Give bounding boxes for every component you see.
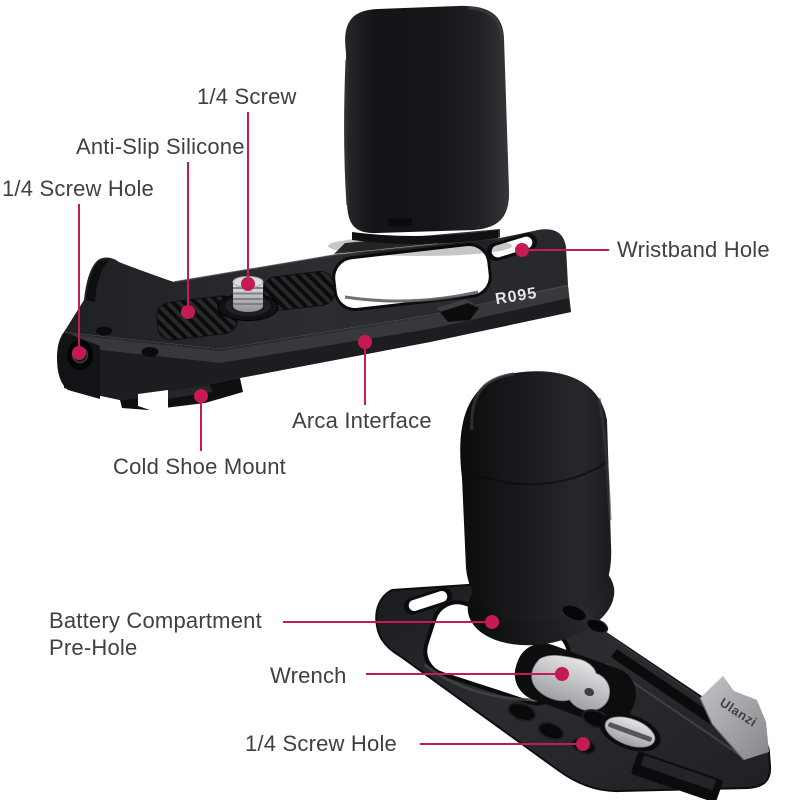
grip-bottom-view	[460, 371, 612, 622]
leader-line-arca-interface	[364, 348, 366, 405]
leader-dot-quarter-screw-hole-top	[72, 346, 86, 360]
leader-line-wrench	[366, 673, 556, 675]
leader-line-quarter-screw-hole-bottom	[420, 743, 577, 745]
leader-dot-battery	[485, 615, 499, 629]
bottom-view-illustration: Ulanzi	[375, 371, 772, 800]
model-text: R095	[494, 285, 538, 308]
brand-fin	[700, 676, 769, 760]
grip-top-view	[345, 5, 510, 234]
label-battery-compartment: Battery Compartment Pre-Hole	[49, 607, 262, 661]
top-view-illustration: R095	[57, 5, 571, 410]
plate-hole-small	[96, 326, 112, 336]
label-wristband-hole: Wristband Hole	[617, 237, 770, 262]
leader-dot-arca-interface	[358, 335, 372, 349]
label-cold-shoe-mount: Cold Shoe Mount	[113, 454, 286, 479]
leader-line-battery	[283, 621, 486, 623]
leader-dot-quarter-screw-hole-bottom	[576, 737, 590, 751]
flange-hole	[585, 618, 609, 634]
label-anti-slip-silicone: Anti-Slip Silicone	[76, 134, 245, 159]
label-wrench: Wrench	[270, 663, 347, 688]
leader-dot-wristband-hole	[515, 243, 529, 257]
leader-dot-anti-slip	[181, 305, 195, 319]
slotted-screw	[599, 712, 661, 752]
wristband-slot-top	[486, 233, 538, 261]
label-quarter-screw-hole-top: 1/4 Screw Hole	[2, 176, 154, 201]
label-battery-line2: Pre-Hole	[49, 635, 138, 660]
leader-line-quarter-screw	[247, 112, 249, 278]
label-arca-interface: Arca Interface	[292, 408, 432, 433]
leader-dot-quarter-screw	[241, 277, 255, 291]
camera-opening	[332, 242, 492, 312]
leader-line-cold-shoe	[200, 402, 202, 451]
cold-shoe-notch	[138, 390, 168, 410]
leader-line-wristband-hole	[529, 249, 609, 251]
leader-line-quarter-screw-hole-top	[78, 204, 80, 347]
wrench	[531, 654, 611, 711]
label-quarter-screw-hole-bottom: 1/4 Screw Hole	[245, 731, 397, 756]
plate-hole-small	[141, 347, 159, 357]
label-battery-line1: Battery Compartment	[49, 608, 262, 633]
cold-shoe-notch-bottom	[631, 751, 723, 800]
leader-dot-cold-shoe	[194, 389, 208, 403]
wristband-slot-bottom	[403, 587, 453, 615]
leader-line-anti-slip	[187, 162, 189, 306]
flange-hole	[560, 604, 588, 622]
leader-dot-wrench	[555, 667, 569, 681]
label-quarter-screw: 1/4 Screw	[197, 84, 297, 109]
thumb-bump-shadow	[86, 259, 110, 302]
